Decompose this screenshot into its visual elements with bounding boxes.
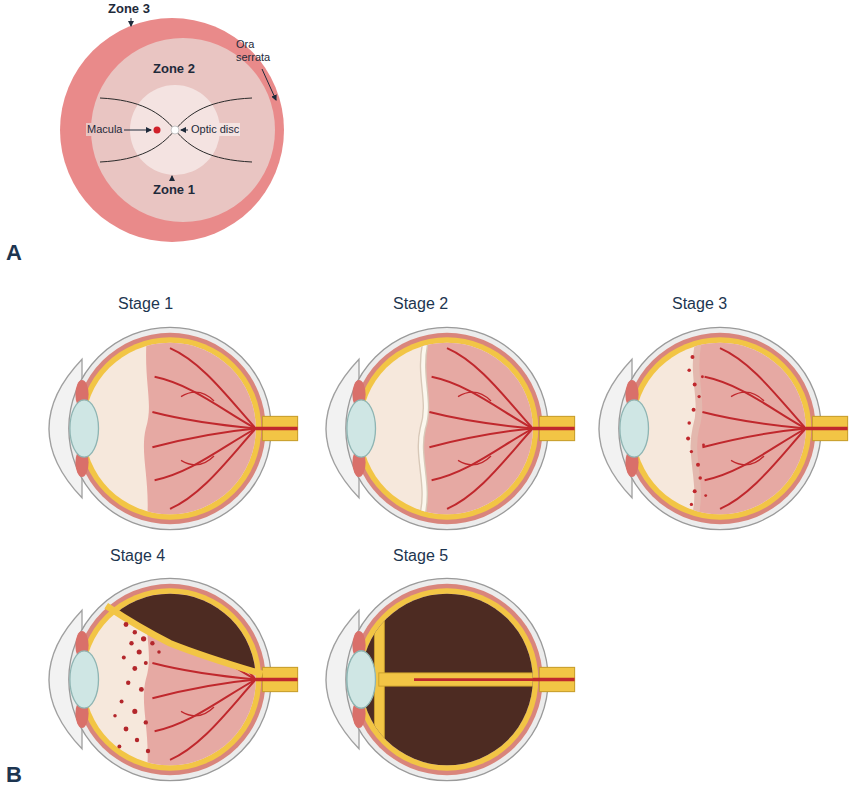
stage-title: Stage 4: [110, 547, 165, 565]
eye-stage1: [49, 324, 298, 533]
eye-stage5: [326, 578, 575, 780]
part-label: Macula: [86, 123, 123, 136]
stage-title: Stage 3: [672, 295, 727, 313]
part-label: Optic disc: [190, 123, 240, 136]
stage-title: Stage 1: [118, 295, 173, 313]
stage-title: Stage 2: [393, 295, 448, 313]
stage-title: Stage 5: [393, 547, 448, 565]
part-label: Ora serrata: [236, 38, 280, 63]
panel-letter: B: [6, 762, 22, 787]
zone-label: Zone 1: [152, 183, 196, 198]
panel-letter: A: [6, 240, 22, 265]
eye-stage4: [49, 575, 298, 784]
eye-stage3: [599, 324, 848, 533]
zone-label: Zone 3: [108, 2, 150, 17]
zone-label: Zone 2: [152, 62, 196, 77]
zone-map: [60, 18, 284, 242]
eye-stage2: [326, 324, 575, 533]
